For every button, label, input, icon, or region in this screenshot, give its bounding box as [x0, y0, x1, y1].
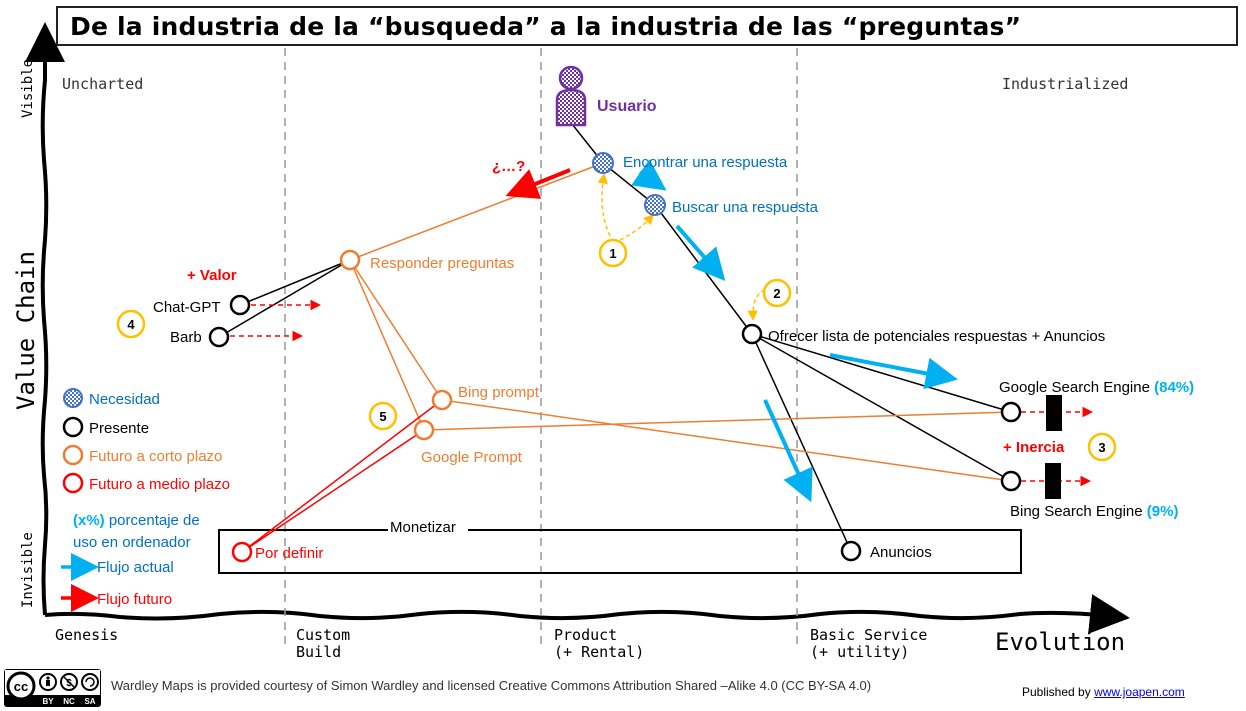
legend-flujo-futuro: Flujo futuro [97, 591, 172, 608]
published-by: Published by www.joapen.com [1022, 685, 1185, 699]
y-axis [25, 22, 65, 616]
question-label: ¿…? [492, 158, 525, 175]
industrialized-label: Industrialized [1002, 75, 1128, 93]
anuncios-label: Anuncios [870, 544, 932, 561]
user-icon [555, 65, 587, 127]
user-label: Usuario [597, 98, 657, 115]
node-bing-prompt [431, 389, 453, 411]
stage-product: Product [554, 626, 617, 644]
legend-medio: Futuro a medio plazo [89, 476, 230, 493]
legend-presente: Presente [89, 420, 149, 437]
legend-corto: Futuro a corto plazo [89, 448, 222, 465]
stage-basic: Basic Service [810, 626, 927, 644]
svg-text:cc: cc [14, 679, 28, 694]
marker-2: 2 [762, 278, 792, 308]
page-title: De la industria de la “busqueda” a la in… [70, 12, 1022, 41]
sa-icon [81, 673, 99, 691]
svg-text:SA: SA [84, 697, 95, 706]
stage-labels: Genesis Custom Build Product (+ Rental) … [55, 626, 927, 661]
svg-text:4: 4 [127, 317, 135, 332]
inertia-bar [1046, 395, 1062, 431]
google-prompt-label: Google Prompt [421, 449, 523, 466]
y-axis-invisible: Invisible [20, 532, 36, 608]
legend: Necesidad Presente Futuro a corto plazo … [61, 388, 230, 612]
google-se-label: Google Search Engine (84%) [999, 379, 1194, 396]
y-axis-label: Value Chain [12, 251, 40, 410]
svg-text:NC: NC [63, 697, 75, 706]
need-node-buscar [644, 194, 666, 216]
legend-pct-2: uso en ordenador [73, 534, 191, 551]
svg-text:1: 1 [609, 246, 616, 261]
inertia-bar [1045, 463, 1061, 499]
marker-1: 1 [598, 238, 628, 268]
legend-flujo-actual: Flujo actual [97, 559, 174, 576]
svg-text:$: $ [66, 678, 72, 689]
node-barb [208, 326, 230, 348]
node-bing-se [1000, 470, 1022, 492]
marker-3: 3 [1087, 432, 1117, 462]
x-axis [44, 594, 1130, 634]
inercia-label: + Inercia [1003, 439, 1065, 456]
marker-4: 4 [116, 309, 146, 339]
buscar-label: Buscar una respuesta [672, 199, 819, 216]
need-node-encontrar [592, 152, 614, 174]
legend-pct-1: (x%) porcentaje de [73, 512, 200, 529]
node-anuncios [840, 540, 862, 562]
stage-basic-2: (+ utility) [810, 643, 909, 661]
monetizar-box [218, 529, 1022, 574]
y-axis-visible: Visible [20, 59, 36, 118]
stage-product-2: (+ Rental) [554, 643, 644, 661]
barb-label: Barb [170, 329, 202, 346]
license-credit: Wardley Maps is provided courtesy of Sim… [111, 678, 872, 693]
legend-necesidad: Necesidad [89, 391, 160, 408]
node-por-definir [231, 541, 253, 563]
por-definir-label: Por definir [255, 545, 323, 562]
x-axis-label: Evolution [995, 628, 1125, 656]
cc-icon [6, 671, 36, 701]
ofrecer-label: Ofrecer lista de potenciales respuestas … [768, 328, 1105, 345]
bing-se-label: Bing Search Engine (9%) [1010, 503, 1178, 520]
uncharted-label: Uncharted [62, 75, 143, 93]
responder-label: Responder preguntas [370, 255, 514, 272]
encontrar-label: Encontrar una respuesta [623, 154, 788, 171]
stage-genesis: Genesis [55, 626, 118, 644]
svg-text:2: 2 [773, 286, 780, 301]
node-ofrecer [741, 323, 763, 345]
node-chatgpt [229, 294, 251, 316]
bing-prompt-label: Bing prompt [458, 384, 540, 401]
svg-text:5: 5 [379, 409, 386, 424]
node-google-prompt [413, 419, 435, 441]
title-box: De la industria de la “busqueda” a la in… [56, 6, 1238, 46]
publisher-link[interactable]: www.joapen.com [1094, 685, 1185, 699]
node-google-se [1000, 401, 1022, 423]
node-responder [339, 249, 361, 271]
svg-text:3: 3 [1098, 440, 1105, 455]
marker-5: 5 [368, 401, 398, 431]
cc-license-badge: cc $ BY NC SA [4, 669, 101, 707]
valor-label: + Valor [187, 267, 237, 284]
stage-custom: Custom [296, 626, 350, 644]
stage-custom-2: Build [296, 643, 341, 661]
monetizar-label: Monetizar [390, 519, 456, 536]
chatgpt-label: Chat-GPT [153, 299, 221, 316]
svg-text:BY: BY [42, 697, 54, 706]
published-by-label: Published by [1022, 685, 1091, 699]
